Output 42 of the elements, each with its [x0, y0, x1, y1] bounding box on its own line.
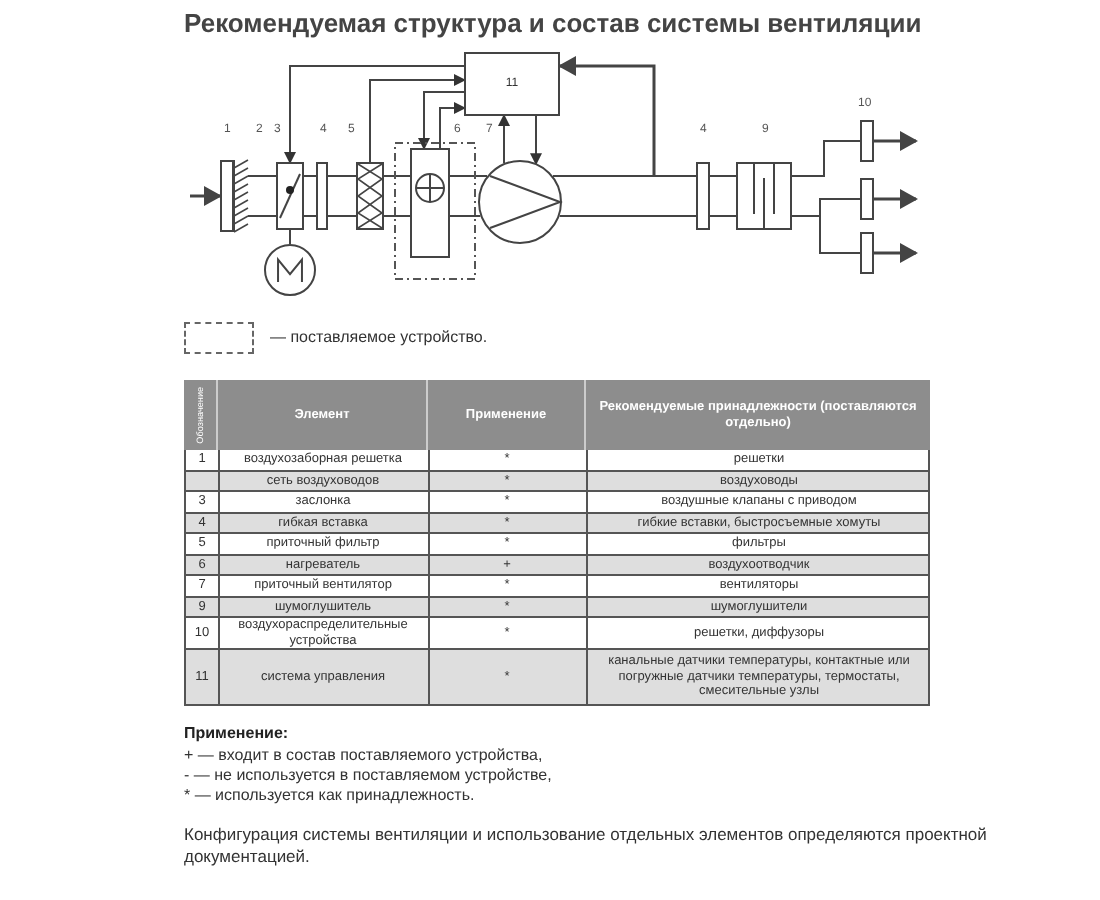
duct-line [791, 215, 861, 254]
control-unit-box [464, 52, 560, 116]
duct-line [449, 175, 488, 217]
duct-line [552, 175, 697, 217]
heater-symbol [410, 148, 450, 258]
legend-text: — поставляемое устройство. [270, 328, 488, 346]
duct-component [316, 162, 328, 230]
duct-line [383, 175, 411, 217]
control-line [418, 91, 465, 150]
control-line [530, 115, 542, 166]
duct-component [860, 120, 874, 162]
duct-line [247, 175, 277, 217]
airflow-arrow [190, 186, 222, 206]
duct-component [860, 232, 874, 274]
duct-line [303, 175, 317, 217]
control-line [284, 65, 465, 164]
note-text: * — используется как принадлежность. [184, 786, 475, 804]
airflow-arrow [558, 56, 656, 176]
control-line [498, 114, 510, 165]
duct-line [791, 140, 861, 177]
motor-symbol [264, 244, 316, 296]
note-text: - — не используется в поставляемом устройстве, [184, 766, 552, 784]
note-text: + — входит в состав поставляемого устройства, [184, 746, 543, 764]
airflow-arrow [874, 189, 918, 209]
supplied-unit-frame [394, 142, 476, 280]
footnote-paragraph: Конфигурация системы вентиляции и использование отдельных элементов определяются проектной документацией. [184, 824, 989, 870]
duct-line [709, 175, 737, 217]
silencer-symbol [736, 162, 792, 230]
control-line [439, 102, 466, 149]
duct-line [289, 229, 291, 245]
duct-line [327, 175, 357, 217]
airflow-arrow [874, 243, 918, 263]
filter-symbol [356, 162, 384, 230]
notes-heading: Применение: [184, 724, 289, 742]
duct-component [696, 162, 710, 230]
airflow-arrow [874, 131, 918, 151]
intake-grille [220, 160, 248, 232]
damper-symbol [276, 162, 304, 230]
duct-component [860, 178, 874, 220]
control-line [369, 74, 466, 163]
fan-symbol [478, 160, 562, 244]
diagram-title: Рекомендуемая структура и состав системы вентиляции [184, 8, 922, 38]
